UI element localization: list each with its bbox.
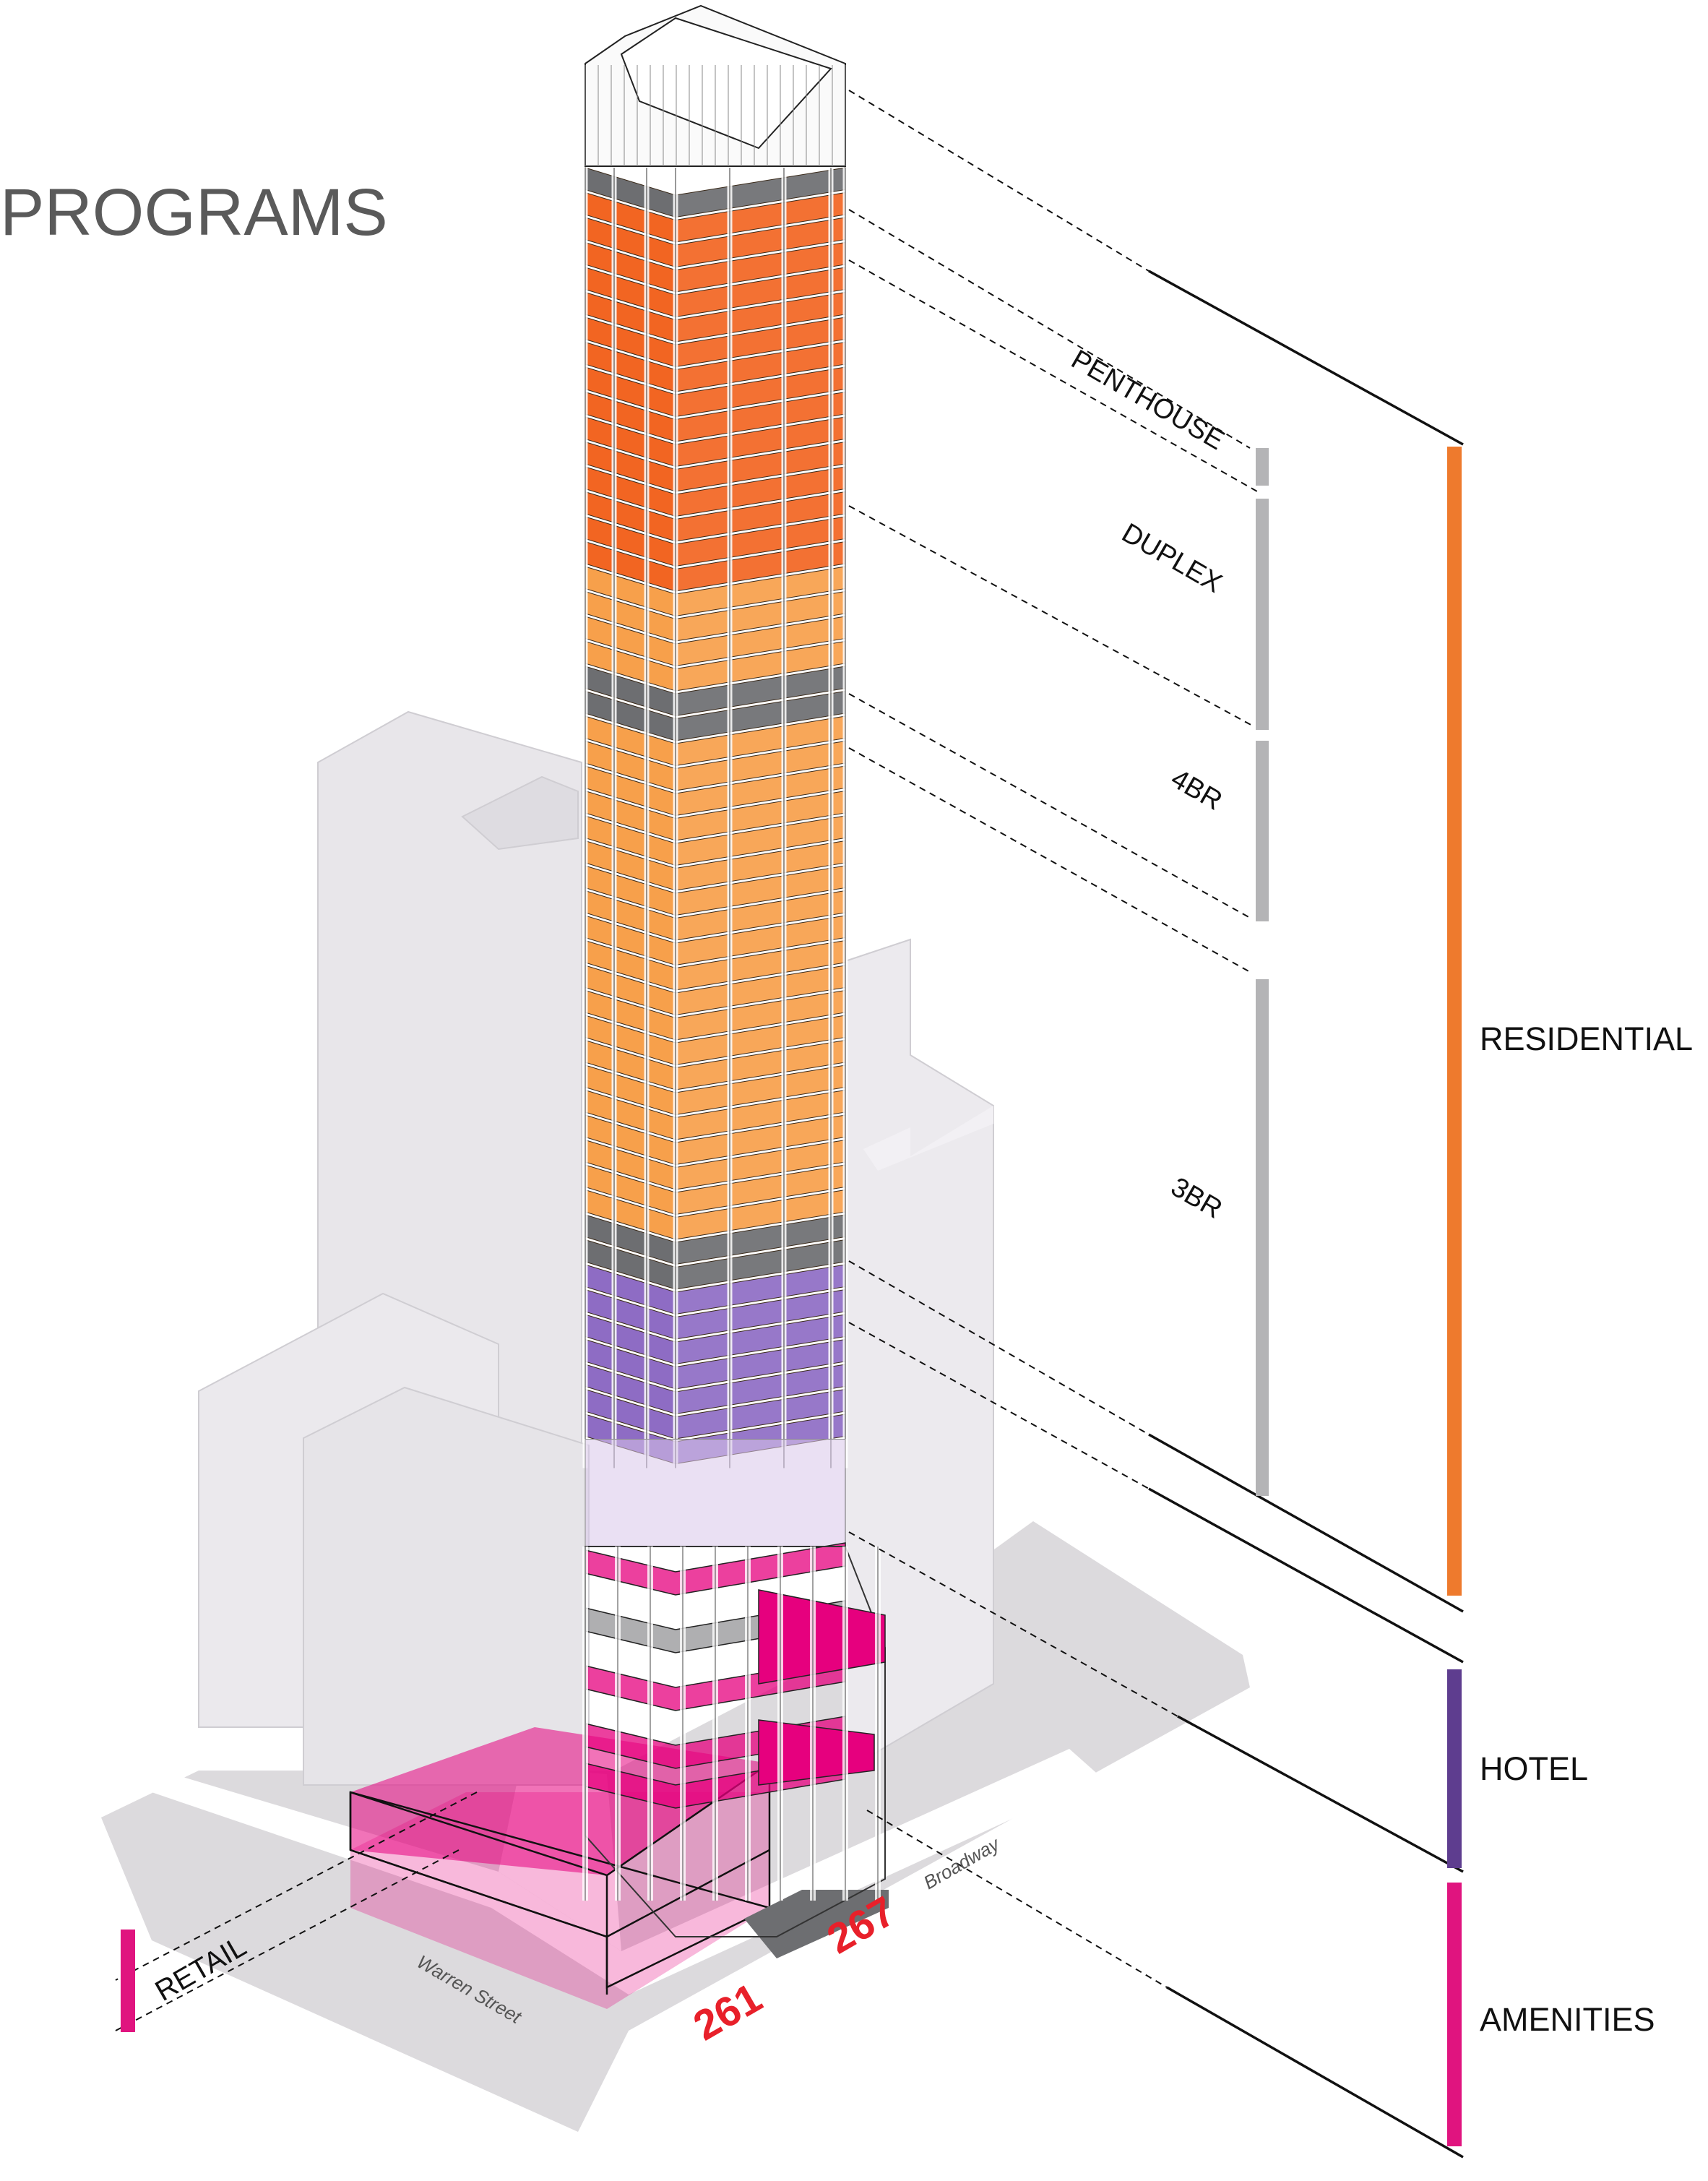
duplex-bar [1256,499,1269,730]
sub-program-bars [1256,448,1269,1496]
tower-icon [582,4,886,1937]
page-title: PROGRAMS [0,176,388,249]
hotel-bar [1447,1669,1462,1868]
3br-label: 3BR [1166,1171,1228,1224]
tower-roof-box [620,17,832,150]
duplex-label: DUPLEX [1117,517,1228,598]
tower-base-outline [585,1546,886,1937]
residential-bar [1447,447,1462,1596]
hotel-label: HOTEL [1480,1750,1588,1787]
residential-label: RESIDENTIAL [1480,1020,1693,1057]
amenities-label: AMENITIES [1480,2001,1655,2038]
retail-bar [121,1930,135,2032]
penthouse-bar [1256,448,1269,486]
program-bars [121,447,1462,2146]
amenities-bar [1447,1883,1462,2146]
4br-bar [1256,741,1269,921]
context-buildings [198,710,994,1786]
4br-label: 4BR [1166,763,1228,816]
penthouse-label: PENTHOUSE [1066,344,1230,456]
tower-fade-zone [585,1439,846,1547]
3br-bar [1256,979,1269,1496]
leader-lines [115,90,1258,2031]
bracket-lines [1148,270,1464,2159]
sub-program-labels: PENTHOUSE DUPLEX 4BR 3BR [1066,344,1230,1224]
